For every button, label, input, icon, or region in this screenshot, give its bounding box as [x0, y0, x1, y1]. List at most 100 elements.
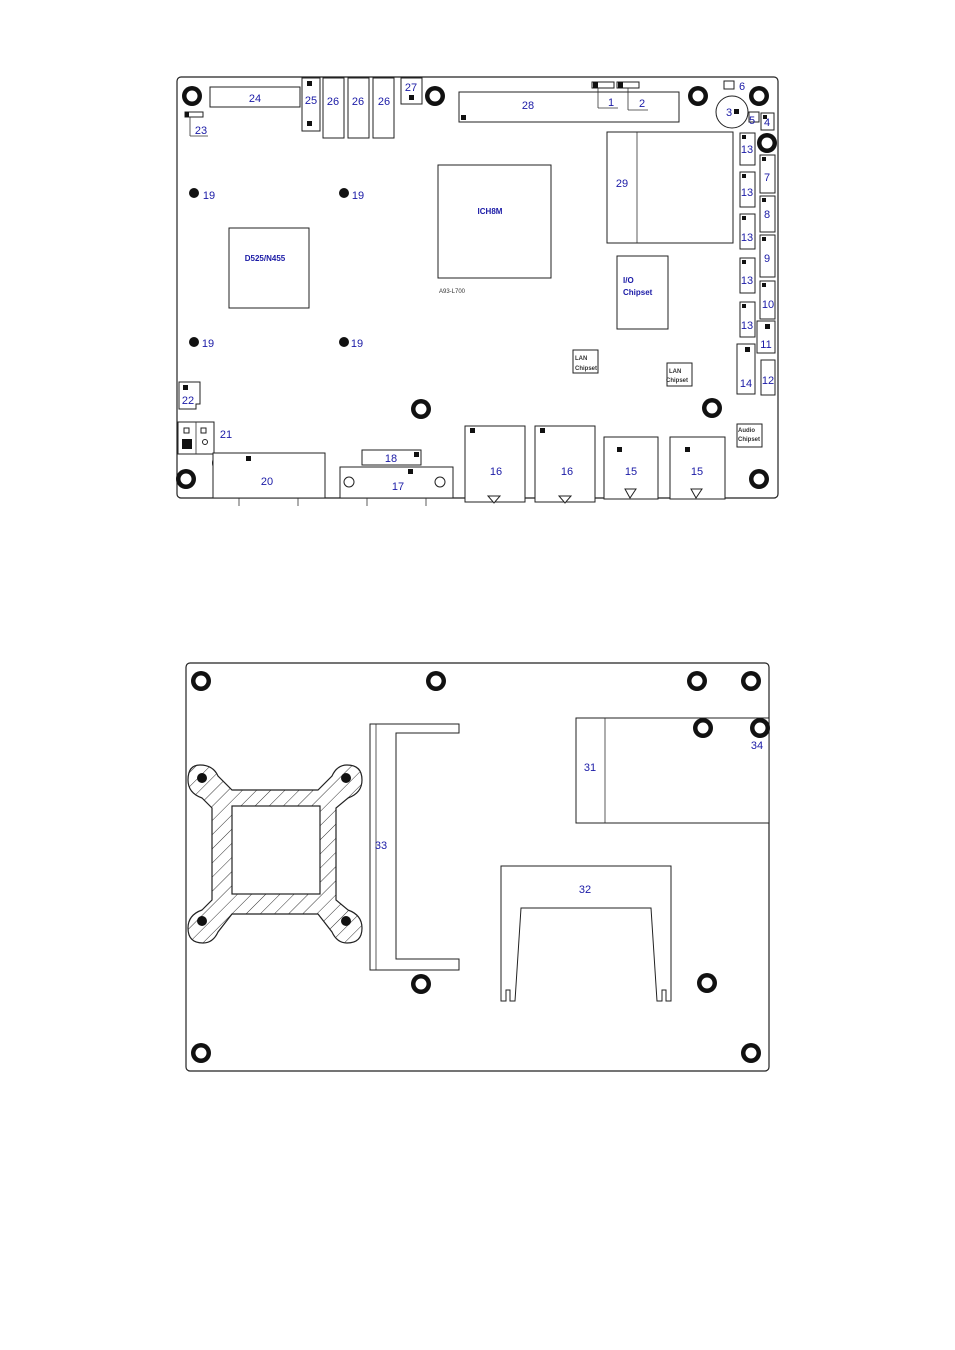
jumper-6 — [723, 80, 735, 90]
jumper-1 — [591, 81, 615, 89]
label-8: 8 — [764, 209, 770, 221]
label-7: 7 — [764, 172, 770, 184]
heatsink-bracket — [187, 764, 363, 944]
label-15: 15 — [691, 466, 703, 478]
mounting-hole — [741, 671, 761, 691]
label-2: 2 — [639, 98, 645, 110]
label-25: 25 — [305, 95, 317, 107]
mounting-hole — [182, 86, 202, 106]
mounting-hole — [191, 1043, 211, 1063]
mounting-hole — [750, 718, 770, 738]
chip-audio-label-1: Audio — [738, 428, 755, 434]
label-18: 18 — [385, 453, 397, 465]
connector-24 — [209, 86, 301, 108]
chip-lan-2 — [666, 362, 693, 387]
model-text: A93-L700 — [439, 289, 466, 295]
label-27: 27 — [405, 82, 417, 94]
label-12: 12 — [762, 375, 774, 387]
connector-18 — [361, 449, 422, 466]
connector-26-b — [347, 77, 370, 139]
pin-1 — [185, 112, 189, 117]
mounting-hole — [757, 133, 777, 153]
label-26: 26 — [352, 96, 364, 108]
connector-16-b — [534, 425, 596, 503]
label-20: 20 — [261, 476, 273, 488]
chip-cpu-label: D525/N455 — [245, 254, 286, 263]
label-3: 3 — [726, 107, 732, 119]
chip-lan-1-label-1: LAN — [575, 356, 587, 362]
standoffs-19: 19 19 19 19 — [189, 188, 364, 350]
bottom-board-outline — [185, 662, 770, 1072]
connector-17 — [339, 466, 454, 499]
chip-audio — [736, 423, 763, 448]
label-15: 15 — [625, 466, 637, 478]
label-33: 33 — [375, 840, 387, 852]
connector-20 — [212, 452, 326, 499]
connector-10 — [759, 280, 776, 320]
label-21: 21 — [220, 429, 232, 441]
chip-lan-1-label-2: Chipset — [575, 366, 597, 372]
label-31: 31 — [584, 762, 596, 774]
chip-io-label-1: I/O — [623, 276, 634, 285]
connector-27 — [400, 77, 423, 105]
label-22: 22 — [182, 395, 194, 407]
label-6: 6 — [739, 81, 745, 93]
label-16: 16 — [490, 466, 502, 478]
cf-slot-32 — [500, 865, 672, 1002]
chip-ich8m-label: ICH8M — [478, 207, 503, 216]
label-34: 34 — [751, 740, 763, 752]
label-26: 26 — [327, 96, 339, 108]
jumper-5 — [748, 111, 760, 123]
chip-io — [616, 255, 669, 330]
label-13: 13 — [741, 232, 753, 244]
chip-audio-label-2: Chipset — [738, 437, 760, 443]
connector-9 — [759, 234, 776, 278]
connector-16-a — [464, 425, 526, 503]
connector-12 — [760, 359, 776, 396]
bottom-board: 33 31 34 32 — [185, 662, 770, 1072]
mounting-hole — [749, 469, 769, 489]
mounting-hole — [425, 86, 445, 106]
connector-25 — [301, 77, 321, 132]
label-19: 19 — [202, 338, 214, 350]
mounting-hole — [411, 974, 431, 994]
connector-11 — [756, 320, 776, 354]
mounting-hole — [688, 86, 708, 106]
mounting-hole — [741, 1043, 761, 1063]
label-29: 29 — [616, 178, 628, 190]
battery-3 — [715, 95, 749, 129]
top-board: 24 23 25 26 26 26 27 28 1 — [176, 76, 779, 506]
label-14: 14 — [740, 378, 752, 390]
label-26: 26 — [378, 96, 390, 108]
mounting-hole — [411, 399, 431, 419]
label-9: 9 — [764, 253, 770, 265]
slot-28 — [458, 91, 680, 123]
label-19: 19 — [351, 338, 363, 350]
label-11: 11 — [760, 339, 771, 351]
mounting-hole — [693, 718, 713, 738]
mounting-hole — [749, 86, 769, 106]
label-16: 16 — [561, 466, 573, 478]
label-32: 32 — [579, 884, 591, 896]
chip-lan-1 — [572, 349, 599, 374]
label-1: 1 — [608, 97, 614, 109]
label-10: 10 — [762, 299, 774, 311]
label-17: 17 — [392, 481, 404, 493]
mounting-hole — [176, 469, 196, 489]
headers-13: 13 13 13 13 13 — [739, 132, 756, 338]
connector-7 — [759, 154, 776, 194]
label-4: 4 — [764, 117, 770, 129]
mounting-hole — [426, 671, 446, 691]
label-19: 19 — [203, 190, 215, 202]
mounting-hole — [702, 398, 722, 418]
connector-26-c — [372, 77, 395, 139]
label-13: 13 — [741, 187, 753, 199]
connector-14 — [736, 343, 756, 395]
label-28: 28 — [522, 100, 534, 112]
chip-lan-2-label-2: Chipset — [666, 378, 688, 384]
sodimm-slot-33 — [369, 723, 460, 971]
slot-29 — [606, 131, 734, 244]
mounting-hole — [687, 671, 707, 691]
chip-ich8m — [437, 164, 552, 279]
